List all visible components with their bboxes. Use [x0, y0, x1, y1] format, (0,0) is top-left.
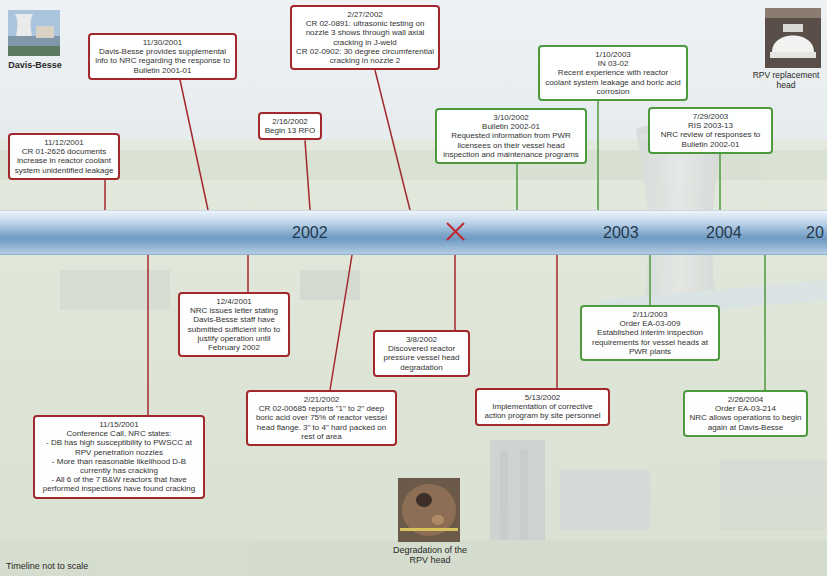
- picture-caption: Degradation of the RPV head: [392, 545, 468, 566]
- leader-line: [330, 255, 352, 390]
- event-text: - DB has high susceptibility to PWSCC at…: [39, 438, 199, 456]
- degraded-head-photo: [398, 478, 460, 542]
- event-text: CR 02-00685 reports "1" to 2" deep boric…: [252, 404, 391, 441]
- event-date: 2/16/2002: [264, 117, 316, 126]
- leader-line: [104, 180, 106, 210]
- event-box: 2/27/2002CR 02-0891: ultrasonic testing …: [290, 5, 440, 70]
- event-box: 1/10/2003IN 03-02Recent experience with …: [538, 45, 688, 101]
- event-text: NRC allows operations to begin again at …: [689, 413, 802, 431]
- event-text: Discovered reactor pressure vessel head …: [379, 344, 464, 372]
- leader-line: [597, 101, 599, 210]
- davis-besse-photo: [8, 10, 60, 56]
- event-box: 11/12/2001CR 01-2626 documents increase …: [8, 133, 120, 180]
- event-box: 11/30/2001Davis-Besse provides supplemen…: [88, 33, 237, 80]
- event-text: Conference Call, NRC states:: [39, 429, 199, 438]
- event-text: NRC issues letter stating Davis-Besse st…: [184, 306, 284, 352]
- event-date: 11/30/2001: [94, 38, 231, 47]
- event-date: 3/8/2002: [379, 335, 464, 344]
- event-text: CR 02-0891: ultrasonic testing on nozzle…: [296, 19, 434, 47]
- event-box: 5/13/2002Implementation of corrective ac…: [475, 388, 610, 426]
- event-text: Order EA-03-214: [689, 404, 802, 413]
- event-box: 3/10/2002Bulletin 2002-01Requested infor…: [435, 108, 587, 164]
- event-text: - All 6 of the 7 B&W reactors that have …: [39, 475, 199, 493]
- event-box: 12/4/2001NRC issues letter stating Davis…: [178, 292, 290, 357]
- event-box: 2/26/2004Order EA-03-214NRC allows opera…: [683, 390, 808, 437]
- cross-mark: [447, 223, 464, 240]
- event-date: 7/29/2003: [654, 112, 767, 121]
- event-text: Requested information from PWR licensees…: [441, 131, 581, 159]
- leader-line: [147, 255, 149, 415]
- year-label: 2002: [292, 225, 328, 241]
- event-text: NRC review of responses to Bulletin 2002…: [654, 130, 767, 148]
- event-date: 5/13/2002: [481, 393, 604, 402]
- event-text: - More than reasonable likelihood D-B cu…: [39, 457, 199, 475]
- leader-line: [556, 255, 558, 388]
- event-box: 2/16/2002Begin 13 RFO: [258, 112, 322, 140]
- event-text: CR 01-2626 documents increase in reactor…: [14, 147, 114, 175]
- event-text: Davis-Besse provides supplemental info t…: [94, 47, 231, 75]
- leader-line: [305, 140, 310, 210]
- picture-caption: RPV replacement head: [750, 71, 822, 91]
- event-date: 2/27/2002: [296, 10, 434, 19]
- year-label: 20: [806, 225, 824, 241]
- event-text: Established interim inspection requireme…: [586, 328, 714, 356]
- timeline-band: 2002 2003 2004 20: [0, 210, 827, 255]
- event-date: 2/21/2002: [252, 395, 391, 404]
- note-text: Timeline not to scale: [6, 561, 126, 571]
- year-label: 2004: [706, 225, 742, 241]
- leader-line: [180, 80, 208, 210]
- event-box: 2/21/2002CR 02-00685 reports "1" to 2" d…: [246, 390, 397, 446]
- event-text: Begin 13 RFO: [264, 126, 316, 135]
- event-text: Bulletin 2002-01: [441, 122, 581, 131]
- event-text: Recent experience with reactor coolant s…: [544, 68, 682, 96]
- event-date: 12/4/2001: [184, 297, 284, 306]
- event-box: 11/15/2001Conference Call, NRC states:- …: [33, 415, 205, 499]
- leader-line: [649, 255, 651, 305]
- event-date: 2/11/2003: [586, 310, 714, 319]
- rpv-replacement-head-photo: [765, 8, 821, 68]
- event-date: 3/10/2002: [441, 113, 581, 122]
- event-date: 2/26/2004: [689, 395, 802, 404]
- leader-line: [719, 154, 721, 210]
- leader-line: [375, 70, 410, 210]
- picture-caption: Davis-Besse: [2, 60, 68, 70]
- event-box: 2/11/2003Order EA-03-009Established inte…: [580, 305, 720, 361]
- leader-line: [247, 255, 249, 292]
- leader-line: [454, 255, 456, 330]
- leader-line: [516, 164, 518, 210]
- event-box: 3/8/2002Discovered reactor pressure vess…: [373, 330, 470, 377]
- event-date: 1/10/2003: [544, 50, 682, 59]
- year-label: 2003: [603, 225, 639, 241]
- event-text: RIS 2003-13: [654, 121, 767, 130]
- event-text: IN 03-02: [544, 59, 682, 68]
- leader-line: [764, 255, 766, 390]
- event-text: Implementation of corrective action prog…: [481, 402, 604, 420]
- event-box: 7/29/2003RIS 2003-13NRC review of respon…: [648, 107, 773, 154]
- event-text: CR 02-0902: 30 degree circumferential cr…: [296, 47, 434, 65]
- site-structures: [0, 124, 827, 576]
- event-date: 11/12/2001: [14, 138, 114, 147]
- event-text: Order EA-03-009: [586, 319, 714, 328]
- event-date: 11/15/2001: [39, 420, 199, 429]
